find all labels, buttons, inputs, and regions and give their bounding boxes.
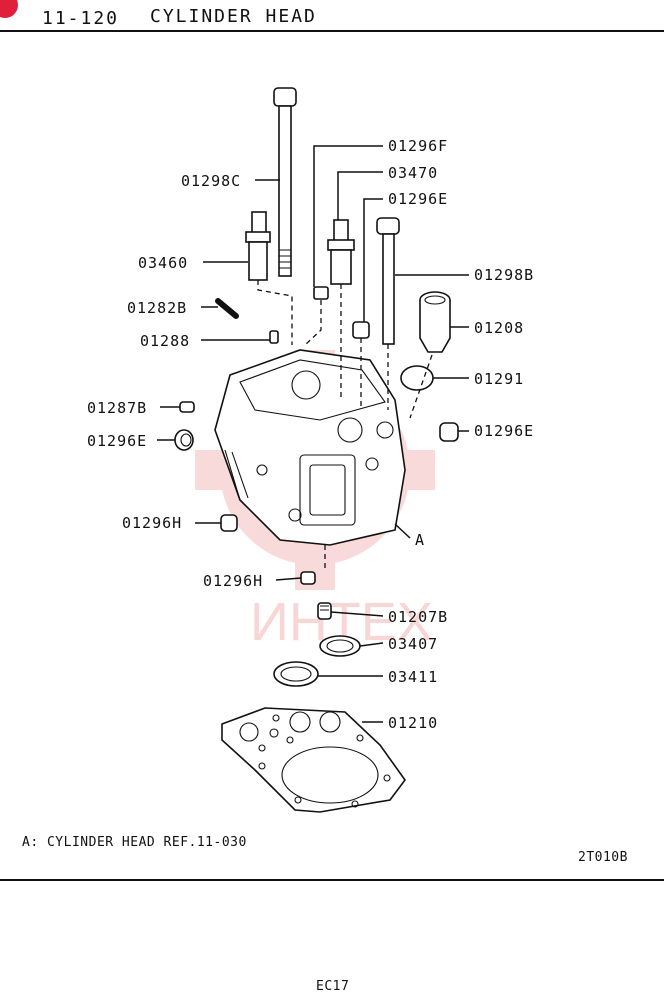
label-01298B: 01298B <box>474 266 534 284</box>
corner-badge-icon <box>0 0 18 18</box>
cylinder-head-body <box>214 349 406 546</box>
valve-guide-03460 <box>245 211 271 281</box>
label-ref-A: A <box>415 531 425 549</box>
head-gasket-01210 <box>221 707 406 813</box>
leader-03407 <box>359 642 384 647</box>
leader-01296F <box>313 145 383 287</box>
leader-01296E-top <box>363 198 383 322</box>
valve-guide-03470 <box>327 219 355 285</box>
label-01296H-left: 01296H <box>122 514 182 532</box>
plug-01296F <box>313 286 329 300</box>
assembly-line-6 <box>409 354 433 419</box>
gasket-03411 <box>273 661 319 687</box>
figure-code: 2T010B <box>578 850 628 865</box>
label-01296E-top: 01296E <box>388 190 448 208</box>
label-03460: 03460 <box>138 254 188 272</box>
label-01287B: 01287B <box>87 399 147 417</box>
pin-01282B <box>215 298 239 319</box>
label-01296E-right: 01296E <box>474 422 534 440</box>
leader-01207B <box>330 611 384 617</box>
cup-01296H-left <box>220 514 238 532</box>
pin-01288 <box>269 330 279 344</box>
label-01210: 01210 <box>388 714 438 732</box>
gasket-03407 <box>319 635 361 657</box>
label-01282B: 01282B <box>127 299 187 317</box>
page-title: CYLINDER HEAD <box>150 6 317 27</box>
leader-A <box>394 523 411 539</box>
label-01296H-bottom: 01296H <box>203 572 263 590</box>
label-01298C: 01298C <box>181 172 241 190</box>
cup-01296H-bottom <box>300 571 316 585</box>
assembly-line-2 <box>304 300 322 346</box>
page-code: EC17 <box>316 979 349 994</box>
label-01208: 01208 <box>474 319 524 337</box>
cup-01296E-top <box>352 321 370 339</box>
label-03470: 03470 <box>388 164 438 182</box>
label-03407: 03407 <box>388 635 438 653</box>
label-01296E-left: 01296E <box>87 432 147 450</box>
label-01291: 01291 <box>474 370 524 388</box>
plug-01291 <box>400 365 434 391</box>
chamber-01208 <box>419 291 451 353</box>
label-03411: 03411 <box>388 668 438 686</box>
cup-01296E-left <box>174 429 194 451</box>
nozzle-01207B <box>317 602 332 620</box>
label-01207B: 01207B <box>388 608 448 626</box>
bolt-01298C <box>273 87 297 277</box>
leader-03470 <box>337 171 383 220</box>
section-code: 11-120 <box>42 8 119 29</box>
label-01296F: 01296F <box>388 137 448 155</box>
footnote: A: CYLINDER HEAD REF.11-030 <box>22 835 247 850</box>
bolt-01298B <box>376 217 400 345</box>
label-01288: 01288 <box>140 332 190 350</box>
assembly-line-1 <box>257 280 293 345</box>
cup-01296E-right <box>439 422 459 442</box>
plug-01287B <box>179 401 195 413</box>
leader-01296H-bottom <box>275 577 302 581</box>
